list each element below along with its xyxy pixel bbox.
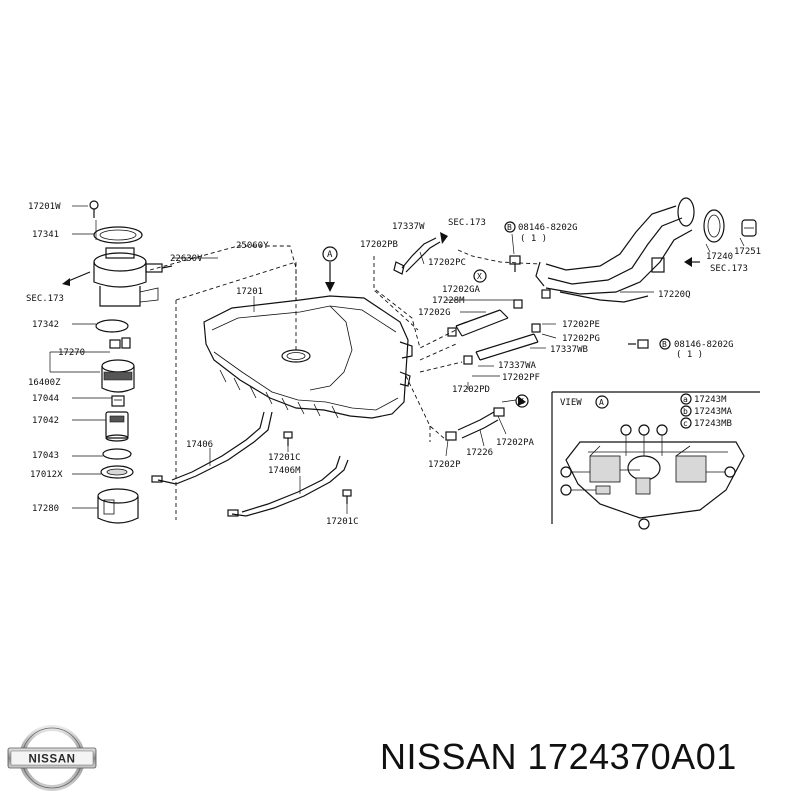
label-sec173-right: SEC.173	[710, 264, 748, 274]
label-bolt-top: 08146-8202G	[518, 223, 578, 233]
view-a-panel	[551, 391, 760, 530]
label-sec173-top: SEC.173	[448, 218, 486, 228]
label-sec173-left: SEC.173	[26, 294, 64, 304]
label-17337WA: 17337WA	[498, 361, 537, 371]
strap-17406M	[227, 455, 349, 517]
label-17044: 17044	[32, 394, 59, 404]
label-bolt-mid-qty: ( 1 )	[676, 350, 703, 360]
pad-right	[675, 455, 707, 483]
label-17201: 17201	[236, 287, 263, 297]
label-17280: 17280	[32, 504, 59, 514]
label-16400Z: 16400Z	[28, 378, 61, 388]
svg-text:NISSAN: NISSAN	[28, 754, 75, 766]
label-17251: 17251	[734, 247, 761, 257]
view-a-arrow	[322, 246, 338, 292]
fuel-filter-16400Z	[101, 359, 135, 393]
label-17337W: 17337W	[392, 222, 425, 232]
label-17202PD: 17202PD	[452, 385, 490, 395]
pump-opening	[281, 349, 311, 363]
label-17043: 17043	[32, 451, 59, 461]
clip-17043	[102, 448, 132, 460]
strainer-17012X	[100, 465, 134, 479]
hose-17337WB	[475, 333, 539, 361]
label-17201C-b: 17201C	[326, 517, 359, 527]
label-view-a-marker: A	[327, 250, 333, 260]
label-bolt-mid: 08146-8202G	[674, 340, 734, 350]
label-17341: 17341	[32, 230, 59, 240]
clamp-17202P	[445, 431, 457, 441]
clamp-17202PA	[493, 407, 505, 417]
hose-17337W	[401, 232, 448, 273]
label-legend-a: 17243M	[694, 395, 727, 405]
label-25060Y: 25060Y	[236, 241, 269, 251]
label-17240: 17240	[706, 252, 733, 262]
fuel-pump-assembly	[49, 200, 218, 524]
pump-17044	[111, 395, 125, 407]
label-legend-b: 17243MA	[694, 407, 733, 417]
label-legend-c: 17243MB	[694, 419, 732, 429]
label-17342: 17342	[32, 320, 59, 330]
label-17042: 17042	[32, 416, 59, 426]
label-legend-a-circle: a	[683, 395, 688, 404]
label-17406: 17406	[186, 440, 213, 450]
label-17202PC: 17202PC	[428, 258, 466, 268]
label-17202PA: 17202PA	[496, 438, 535, 448]
label-17226: 17226	[466, 448, 493, 458]
clamps-middle	[447, 289, 551, 365]
pad-left	[589, 455, 621, 483]
filler-neck-17240	[703, 209, 725, 243]
label-17270: 17270	[58, 348, 85, 358]
label-17202G: 17202G	[418, 308, 451, 318]
gasket-17341	[93, 226, 143, 244]
label-17202PG: 17202PG	[562, 334, 600, 344]
bolt-08146-mid	[628, 339, 649, 349]
label-17202GA: 17202GA	[442, 285, 481, 295]
bolt-17201C-b	[342, 489, 352, 504]
regulator-17270	[109, 337, 131, 349]
label-legend-c-circle: c	[683, 419, 688, 428]
label-marker-x1: X	[477, 272, 482, 281]
label-17202P: 17202P	[428, 460, 461, 470]
label-17202PF: 17202PF	[502, 373, 540, 383]
part-number-caption: NISSAN 1724370A01	[380, 736, 737, 777]
label-17202PB: 17202PB	[360, 240, 398, 250]
label-bolt-top-qty: ( 1 )	[520, 234, 547, 244]
fuel-cap-17251	[741, 219, 757, 237]
strap-17406	[151, 411, 273, 485]
label-17201W: 17201W	[28, 202, 61, 212]
bolt-17201C-a	[283, 431, 293, 446]
label-22630V: 22630V	[170, 254, 203, 264]
label-marker-x2: X	[519, 397, 524, 406]
fuel-tank-17201	[203, 295, 413, 419]
label-17406M: 17406M	[268, 466, 301, 476]
sensor-22630V	[145, 263, 173, 273]
pump-body-17042	[105, 411, 129, 442]
hose-17226	[457, 411, 499, 439]
label-17337WB: 17337WB	[550, 345, 588, 355]
label-17012X: 17012X	[30, 470, 63, 480]
label-bolt-mid-circle: B	[662, 340, 667, 349]
pump-top-cap	[93, 247, 159, 307]
clamp-17202PB	[393, 261, 405, 275]
label-17201C-a: 17201C	[268, 453, 301, 463]
label-17220Q: 17220Q	[658, 290, 691, 300]
label-17228M: 17228M	[432, 296, 465, 306]
nissan-logo: NISSAN	[7, 725, 97, 791]
filler-pipe-17220Q	[535, 197, 695, 303]
label-legend-b-circle: b	[683, 407, 688, 416]
reservoir-17280	[97, 488, 139, 524]
label-bolt-top-circle: B	[507, 223, 512, 232]
o-ring-17342	[95, 319, 129, 333]
label-view-title: VIEW	[560, 398, 582, 408]
bolt-08146-top	[509, 255, 521, 272]
screw-17201W	[89, 200, 99, 218]
label-17202PE: 17202PE	[562, 320, 600, 330]
label-view-title-circle: A	[599, 398, 604, 407]
